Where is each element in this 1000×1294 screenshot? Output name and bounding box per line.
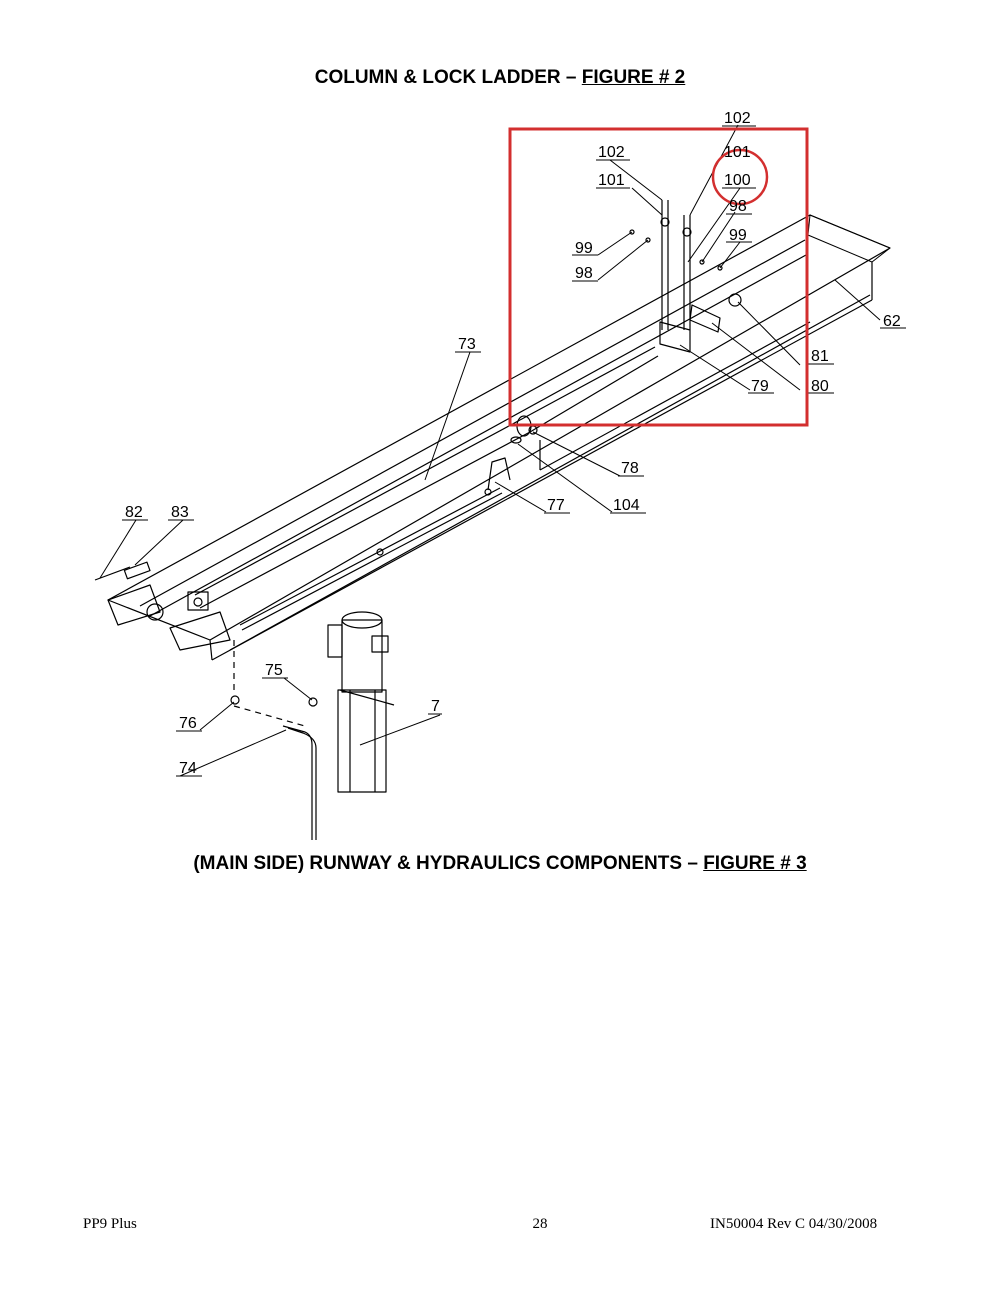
figure-3-number: FIGURE # 3 bbox=[703, 853, 807, 874]
callout-underlines bbox=[122, 125, 906, 777]
callout-81: 81 bbox=[811, 348, 829, 365]
highlight-box bbox=[508, 127, 809, 427]
callout-83: 83 bbox=[171, 504, 189, 521]
callout-7: 7 bbox=[431, 698, 440, 715]
figure-3-title: (MAIN SIDE) RUNWAY & HYDRAULICS COMPONEN… bbox=[0, 853, 1000, 875]
lock-ladder-parts bbox=[629, 200, 742, 353]
callout-101-lower: 101 bbox=[598, 172, 625, 189]
figure-2-title-text: COLUMN & LOCK LADDER – bbox=[314, 67, 582, 88]
end-plates bbox=[107, 584, 231, 651]
callout-98-lower: 98 bbox=[575, 265, 593, 282]
callout-101-upper: 101 bbox=[724, 144, 751, 161]
callout-102-lower: 102 bbox=[598, 144, 625, 161]
callout-76: 76 bbox=[179, 715, 197, 732]
callout-104: 104 bbox=[613, 497, 640, 514]
callout-98-upper: 98 bbox=[729, 198, 747, 215]
power-unit-7 bbox=[327, 611, 395, 793]
hydraulic-hose bbox=[239, 457, 511, 631]
callout-99-upper: 99 bbox=[729, 227, 747, 244]
callout-62: 62 bbox=[883, 313, 901, 330]
callout-78: 78 bbox=[621, 460, 639, 477]
callout-75: 75 bbox=[265, 662, 283, 679]
callout-leaders bbox=[99, 124, 881, 777]
footer-document-id: IN50004 Rev C 04/30/2008 bbox=[710, 1216, 878, 1232]
figure-2-title: COLUMN & LOCK LADDER – FIGURE # 2 bbox=[0, 67, 1000, 89]
callout-73: 73 bbox=[458, 336, 476, 353]
highlight-circle-100 bbox=[711, 148, 769, 206]
dashed-connection bbox=[233, 640, 306, 727]
cylinder-73 bbox=[194, 346, 659, 609]
callout-99-lower: 99 bbox=[575, 240, 593, 257]
callout-77: 77 bbox=[547, 497, 565, 514]
fittings-75-76-74 bbox=[230, 695, 318, 840]
callout-82: 82 bbox=[125, 504, 143, 521]
callout-102-upper: 102 bbox=[724, 110, 751, 127]
callout-80: 80 bbox=[811, 378, 829, 395]
callout-79: 79 bbox=[751, 378, 769, 395]
footer-model: PP9 Plus bbox=[83, 1216, 137, 1232]
callout-100: 100 bbox=[724, 172, 751, 189]
callout-74: 74 bbox=[179, 760, 197, 777]
pin-82-83 bbox=[94, 561, 151, 581]
footer-page-number: 28 bbox=[532, 1216, 548, 1232]
runway-frame bbox=[107, 214, 891, 661]
figure-2-number: FIGURE # 2 bbox=[581, 67, 686, 88]
figure-3-title-text: (MAIN SIDE) RUNWAY & HYDRAULICS COMPONEN… bbox=[193, 853, 704, 874]
